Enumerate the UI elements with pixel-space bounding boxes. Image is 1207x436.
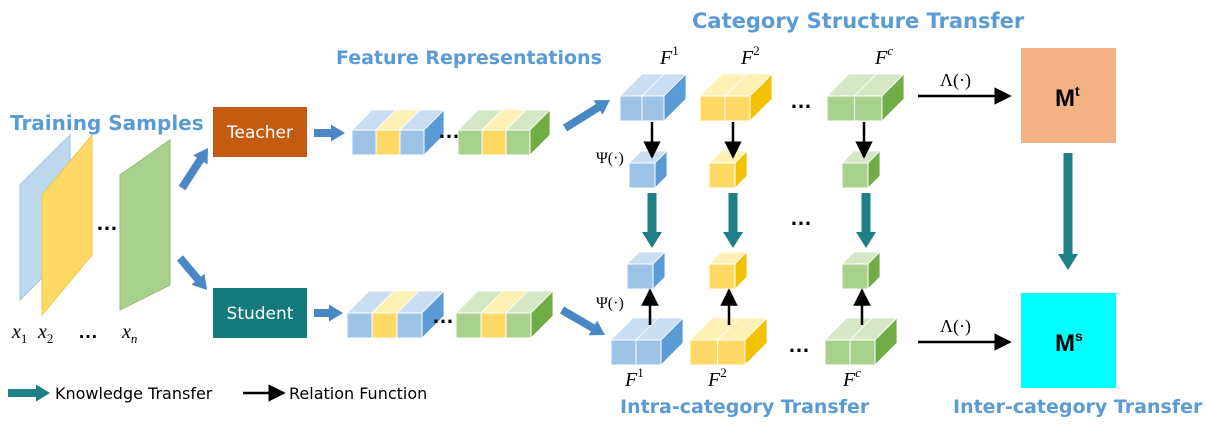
samples-to-student-arrow (176, 255, 207, 290)
student-label: Student (227, 304, 294, 324)
teacher-box: Teacher (213, 107, 307, 157)
ms-label: Ms (1055, 328, 1083, 357)
teacher-label: Teacher (226, 123, 293, 143)
knowledge-transfer-arrows (176, 100, 610, 336)
student-groups-ellipsis: … (788, 332, 810, 357)
teacher-relation-cube-2 (708, 150, 748, 189)
student-f2-label: F2 (707, 365, 727, 391)
teacher-relation-cube-1 (628, 150, 668, 189)
student-features-to-groups-arrow (560, 306, 605, 336)
sample-label-ellipsis: … (78, 321, 98, 343)
teacher-matrix-mt: Mt (1021, 48, 1116, 143)
heading-training-samples: Training Samples (10, 111, 204, 135)
teacher-f1-label: F1 (659, 43, 679, 69)
teacher-fc-label: Fc (874, 43, 893, 69)
sample-label-x2: x2 (37, 321, 53, 346)
student-group-f1 (610, 317, 684, 366)
student-relation-cube-2 (708, 251, 748, 290)
student-matrix-ms: Ms (1021, 293, 1116, 388)
inter-transfer-arrow (1058, 153, 1078, 270)
legend-knowledge-transfer-arrow (8, 384, 50, 402)
feature-cubes (346, 73, 905, 366)
student-relation-cube-1 (626, 251, 666, 290)
teacher-lambda-label: Λ(·) (940, 70, 971, 91)
sample-sheet-yellow (41, 133, 93, 317)
teacher-group-fc (826, 73, 905, 122)
teacher-features-ellipsis: … (438, 118, 460, 143)
student-box: Student (213, 288, 307, 338)
student-fc-label: Fc (842, 365, 861, 391)
relation-arrows (641, 87, 1012, 351)
heading-intra-category-transfer: Intra-category Transfer (620, 396, 870, 418)
teacher-psi-label: Ψ(·) (596, 150, 624, 167)
mt-label: Mt (1055, 83, 1080, 112)
intra-transfer-arrow-c (856, 193, 876, 248)
teacher-to-features-arrow (314, 124, 345, 142)
sample-label-xn: xn (121, 321, 137, 346)
teacher-f2-label: F2 (740, 43, 760, 69)
legend: Knowledge Transfer Relation Function (8, 384, 427, 403)
teacher-feature-stack-1 (351, 109, 445, 156)
student-feature-stack-2 (455, 290, 554, 339)
training-samples-group: … x1 x2 … xn (11, 133, 171, 346)
teacher-groups-ellipsis: … (790, 88, 812, 113)
legend-knowledge-transfer-label: Knowledge Transfer (55, 384, 213, 403)
student-relation-cube-c (841, 251, 881, 290)
samples-ellipsis: … (96, 210, 118, 235)
samples-to-teacher-arrow (178, 148, 208, 191)
heading-feature-representations: Feature Representations (336, 47, 602, 69)
sample-sheet-green (119, 139, 171, 311)
teacher-group-f1 (619, 73, 687, 122)
student-feature-stack-1 (346, 290, 445, 339)
student-psi-label: Ψ(·) (596, 295, 624, 312)
sample-label-x1: x1 (11, 321, 27, 346)
intra-transfer-arrow-2 (723, 193, 743, 248)
teacher-relation-cube-c (841, 150, 881, 189)
teacher-group-f2 (699, 73, 773, 122)
student-lambda-label: Λ(·) (940, 316, 971, 337)
heading-inter-category-transfer: Inter-category Transfer (953, 396, 1203, 418)
student-group-fc (824, 317, 898, 366)
student-group-f2 (689, 317, 768, 366)
intra-transfer-arrow-1 (642, 193, 662, 248)
legend-teal-arrow-shape (8, 384, 50, 402)
teacher-features-to-groups-arrow (562, 100, 610, 132)
student-to-features-arrow (314, 304, 343, 322)
heading-category-structure-transfer: Category Structure Transfer (692, 9, 1025, 33)
student-f1-label: F1 (624, 365, 644, 391)
transfer-arrows (642, 153, 1078, 270)
legend-relation-function-label: Relation Function (289, 384, 427, 403)
teacher-feature-stack-2 (457, 109, 551, 156)
student-features-ellipsis: … (432, 303, 454, 328)
middle-groups-ellipsis: … (790, 205, 812, 230)
